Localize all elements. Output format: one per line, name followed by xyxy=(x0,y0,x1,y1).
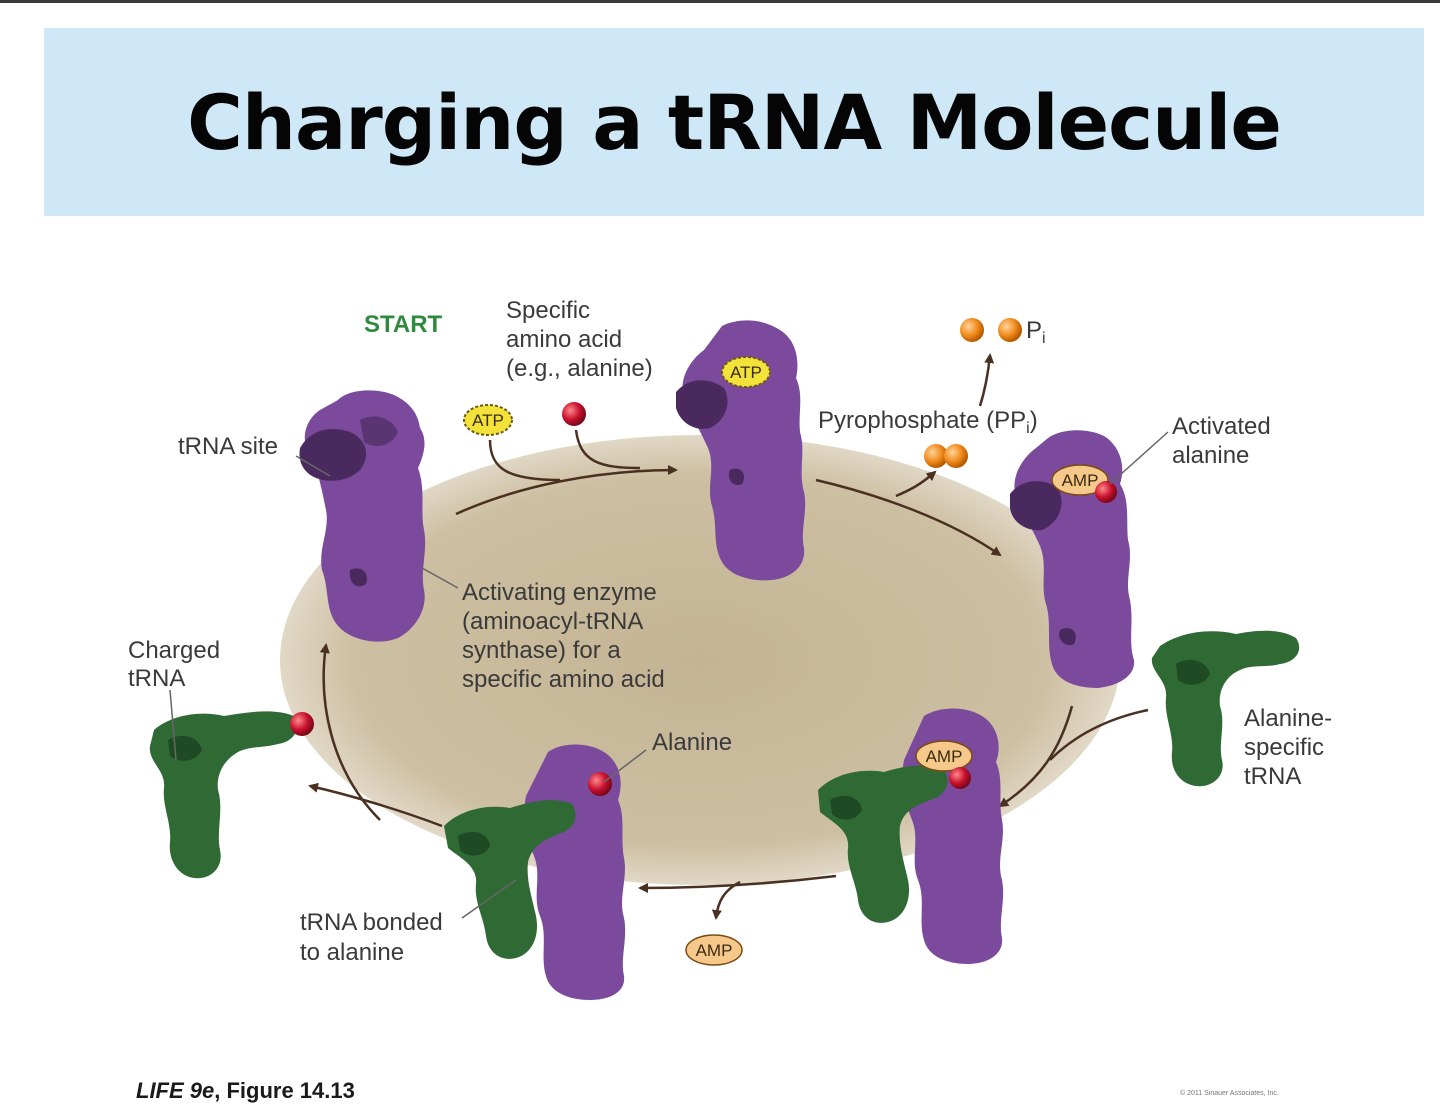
arrow-ppi-out xyxy=(895,470,937,498)
specific-line-1: Specific xyxy=(506,297,590,324)
enzyme-start xyxy=(299,390,426,642)
bonded-alanine-ball xyxy=(588,772,612,796)
trna-charged xyxy=(149,711,298,879)
enzyme-atp xyxy=(676,320,806,581)
specific-line-2: amino acid xyxy=(506,326,622,353)
enzyme-line-2: (aminoacyl-tRNA xyxy=(462,608,643,635)
arrow-amp-out xyxy=(711,880,741,920)
atp-left-label: ATP xyxy=(472,411,504,430)
enzyme-line-1: Activating enzyme xyxy=(462,579,657,606)
arrow-to-complex xyxy=(998,705,1074,808)
arrow-start-to-atp xyxy=(455,465,678,516)
top-rule xyxy=(0,0,1440,3)
alanine-specific-line-1: Alanine- xyxy=(1244,705,1332,732)
caption-figure: , Figure 14.13 xyxy=(214,1078,355,1103)
charged-alanine-ball xyxy=(290,712,314,736)
caption-book: LIFE 9e xyxy=(136,1078,215,1103)
arrow-to-charged xyxy=(308,782,443,828)
specific-line-3: (e.g., alanine) xyxy=(506,355,653,382)
atp-enzyme-badge: ATP xyxy=(721,356,771,388)
amp-enzyme-label: AMP xyxy=(1062,471,1099,490)
enzyme-line-3: synthase) for a xyxy=(462,637,621,664)
title-banner: Charging a tRNA Molecule xyxy=(44,28,1424,216)
arrow-to-activated xyxy=(815,478,1002,557)
trna-site-label: tRNA site xyxy=(178,433,278,460)
leader-activated xyxy=(1109,431,1169,485)
atp-left-badge: ATP xyxy=(463,404,513,436)
leader-charged xyxy=(169,689,177,761)
arrow-trna-in xyxy=(1049,708,1149,761)
bonded-line-1: tRNA bonded xyxy=(300,909,443,936)
trna-free xyxy=(1151,630,1300,787)
leader-enzyme xyxy=(421,567,459,589)
alanine-specific-line-2: specific xyxy=(1244,734,1324,761)
activated-line-1: Activated xyxy=(1172,413,1271,440)
arrow-ppi-to-pi xyxy=(978,353,995,407)
phosphate-balls xyxy=(960,318,1022,342)
pi-label: Pi xyxy=(1026,317,1046,347)
amp-complex-badge: AMP xyxy=(915,740,973,772)
activated-line-2: alanine xyxy=(1172,442,1249,469)
activated-alanine-ball xyxy=(1095,481,1117,503)
alanine-specific-line-3: tRNA xyxy=(1244,763,1301,790)
amp-enzyme-badge: AMP xyxy=(1051,464,1109,496)
arrow-amino-in xyxy=(574,429,641,470)
figure-caption: LIFE 9e, Figure 14.13 xyxy=(136,1078,355,1104)
amp-released-badge: AMP xyxy=(685,934,743,966)
leader-trna-site xyxy=(295,455,331,477)
leader-bonded xyxy=(461,879,517,919)
amp-released-label: AMP xyxy=(696,941,733,960)
pyrophosphate-label: Pyrophosphate (PPi) xyxy=(818,407,1038,437)
leader-alanine xyxy=(603,749,647,783)
enzyme-trna-complex xyxy=(818,708,1004,964)
page-title: Charging a tRNA Molecule xyxy=(187,77,1282,167)
amp-complex-label: AMP xyxy=(926,747,963,766)
free-alanine-ball xyxy=(562,402,586,426)
charged-line-1: Charged xyxy=(128,637,220,664)
trna-bonded-complex xyxy=(444,744,626,1000)
charged-line-2: tRNA xyxy=(128,665,185,692)
atp-enzyme-label: ATP xyxy=(730,363,762,382)
arrow-to-start xyxy=(319,643,381,821)
pyrophosphate-balls xyxy=(924,444,968,468)
complex-alanine-ball xyxy=(949,767,971,789)
arrow-atp-in xyxy=(488,439,561,482)
copyright-notice: © 2011 Sinauer Associates, Inc. xyxy=(1180,1090,1279,1097)
start-label: START xyxy=(364,311,443,338)
enzyme-line-4: specific amino acid xyxy=(462,666,665,693)
alanine-label: Alanine xyxy=(652,729,732,756)
bonded-line-2: to alanine xyxy=(300,939,404,966)
